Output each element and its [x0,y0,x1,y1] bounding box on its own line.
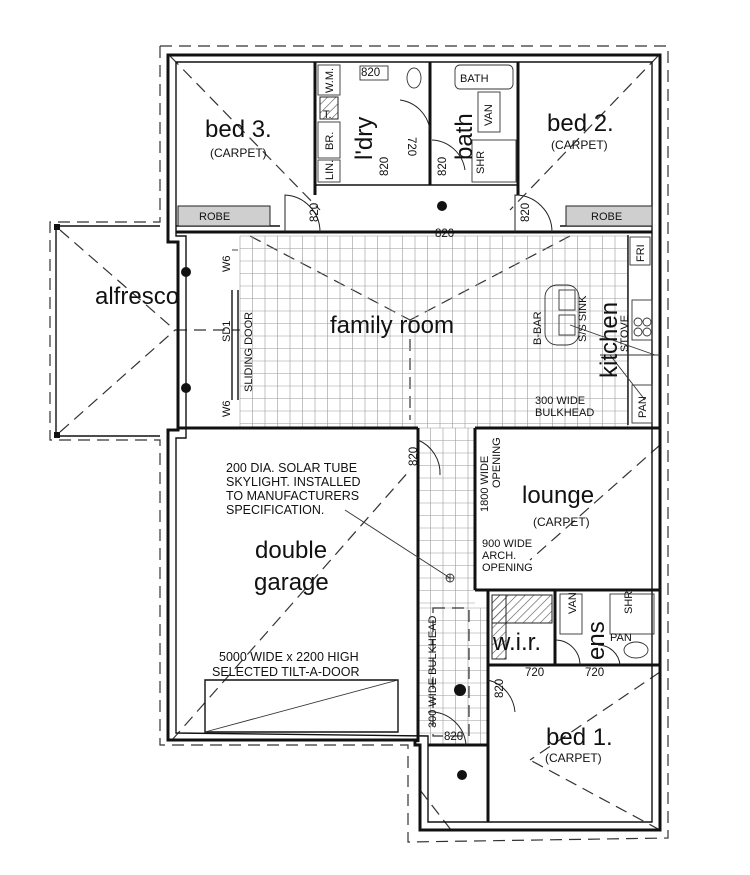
hall-bulkhead [432,607,470,737]
door-dim-bath: 820 [437,157,449,176]
interior-walls [176,62,660,822]
window-w6-top-label: W6 [221,256,233,273]
bath-fixtures [406,64,517,183]
wir-fixtures [491,594,553,660]
robe-bed2 [565,205,653,227]
room-floor-lounge: (CARPET) [533,515,590,529]
room-label-bed2: bed 2. [547,110,614,137]
laundry-broom-label: BR. [324,132,336,150]
robe-bed3 [177,205,271,227]
door-dim-bed3: 820 [309,203,321,222]
room-floor-bed1: (CARPET) [545,751,602,765]
room-label-lounge: lounge [522,482,594,509]
door-dim-hall: 820 [435,228,454,240]
leader-lines [344,324,656,579]
room-floor-bed3: (CARPET) [210,146,267,160]
ensuite-shower-label: SHR [623,591,635,614]
arch-900-2: ARCH. [482,550,516,562]
room-label-ensuite: ens [583,621,610,660]
sink-label: S/S SINK [577,295,589,342]
room-label-double: double [255,537,327,564]
roof-hip-lines [59,55,661,836]
kitchen-bulkhead-2: BULKHEAD [535,407,594,419]
door-dim-laundry-top: 820 [361,67,380,79]
room-floor-bed2: (CARPET) [551,138,608,152]
room-label-bed1: bed 1. [546,724,613,751]
laundry-tub-label: T. [323,109,332,121]
garage-door [204,679,399,733]
room-label-alfresco: alfresco [95,283,179,310]
door-dim-wir: 720 [525,667,544,679]
door-dim-garage: 820 [408,447,420,466]
ensuite-fixtures [559,593,655,659]
sliding-door [231,249,239,400]
arch-900-3: OPENING [482,562,533,574]
stove-label: STOVE [619,315,631,352]
laundry-linen-label: LIN. [324,160,336,180]
bath-vanity-label: VAN [483,104,495,126]
opening-1800-2: OPENING [491,437,503,488]
roof-line [49,45,669,843]
door-dim-entry: 820 [444,731,463,743]
outer-walls [54,53,662,832]
bath-tub-label: BATH [460,73,489,85]
opening-1800-1: 1800 WIDE [479,456,491,512]
garage-door-note-1: 5000 WIDE x 2200 HIGH [219,650,359,664]
sliding-door-sd1-label: SD1 [221,321,233,342]
door-swings [284,99,621,746]
skylight-note-1: 200 DIA. SOLAR TUBE [226,461,357,475]
garage-door-note-2: SELECTED TILT-A-DOOR [212,665,359,679]
hall-bulkhead-label: 300 WIDE BULKHEAD [427,615,439,728]
room-label-garage: garage [254,569,329,596]
robe-label-bed3: ROBE [199,211,230,223]
bath-shower-label: SHR [475,151,487,174]
laundry-fixtures [317,64,389,183]
robe-label-bed2: ROBE [591,211,622,223]
room-label-wir: w.i.r. [492,629,541,656]
door-dim-bed2: 820 [520,203,532,222]
ensuite-vanity-label: VAN [567,592,579,614]
laundry-wm-label: W.M. [324,68,336,93]
room-label-bed3: bed 3. [205,116,272,143]
fridge-label: FRI [635,244,647,262]
window-w6-bottom-label: W6 [221,401,233,418]
kitchen-bulkhead-1: 300 WIDE [535,395,585,407]
ensuite-pan-label: PAN [610,632,632,644]
door-dim-bed1: 820 [494,679,506,698]
tiled-floor [239,235,628,745]
arch-900-1: 900 WIDE [482,538,532,550]
skylight-note-4: SPECIFICATION. [226,503,324,517]
room-label-kitchen: kitchen [596,302,623,378]
room-label-family-room: family room [330,312,454,339]
sliding-door-label: SLIDING DOOR [243,312,255,392]
room-label-laundry: l'dry [351,117,378,160]
door-dim-720-laundry: 720 [405,137,417,156]
skylight-note-2: SKYLIGHT. INSTALLED [226,475,361,489]
door-dim-laundry: 820 [379,157,391,176]
skylight-note-3: TO MANUFACTURERS [226,489,359,503]
room-label-bath: bath [451,113,478,160]
pantry-label: PAN [637,396,649,418]
breakfast-bar-label: B-BAR [532,311,544,345]
door-dim-ensuite: 720 [585,667,604,679]
